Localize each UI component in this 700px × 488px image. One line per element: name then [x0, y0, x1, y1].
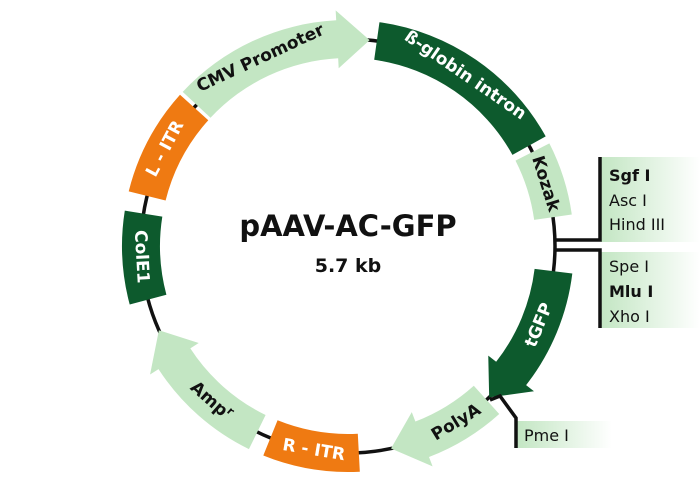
- feature-kozak: [515, 143, 572, 220]
- site-group-background: [601, 252, 700, 328]
- site-group-3: Pme I: [489, 393, 612, 448]
- plasmid-name: pAAV-AC-GFP: [239, 209, 456, 243]
- feature-label: ß-globin intron: [401, 27, 530, 125]
- feature-polya: [391, 385, 500, 467]
- site-group-1: Sgf I Asc I Hind III: [556, 157, 700, 242]
- site-label: Xho I: [609, 307, 650, 326]
- feature-amp: [150, 330, 266, 450]
- site-marker-line: [556, 248, 602, 328]
- site-marker-line: [556, 157, 602, 242]
- feature-cmv-promoter: [182, 10, 370, 118]
- feature--globin-intron: [374, 22, 546, 155]
- feature-cole1: [122, 210, 167, 305]
- site-label: Spe I: [609, 257, 649, 276]
- site-group-background: [517, 421, 612, 448]
- site-label: Pme I: [524, 426, 569, 445]
- feature-l-itr: [128, 94, 209, 201]
- feature-label: ColE1: [130, 230, 153, 284]
- site-label: Hind III: [609, 215, 665, 234]
- feature-r-itr: [263, 420, 360, 472]
- site-group-background: [601, 157, 700, 242]
- site-label: Sgf I: [609, 166, 650, 185]
- site-group-2: Spe I Mlu I Xho I: [556, 248, 700, 328]
- site-label: Mlu I: [609, 282, 653, 301]
- plasmid-size: 5.7 kb: [315, 255, 382, 277]
- feature-tgfp: [488, 268, 573, 398]
- site-marker-line: [489, 393, 518, 448]
- site-label: Asc I: [609, 191, 647, 210]
